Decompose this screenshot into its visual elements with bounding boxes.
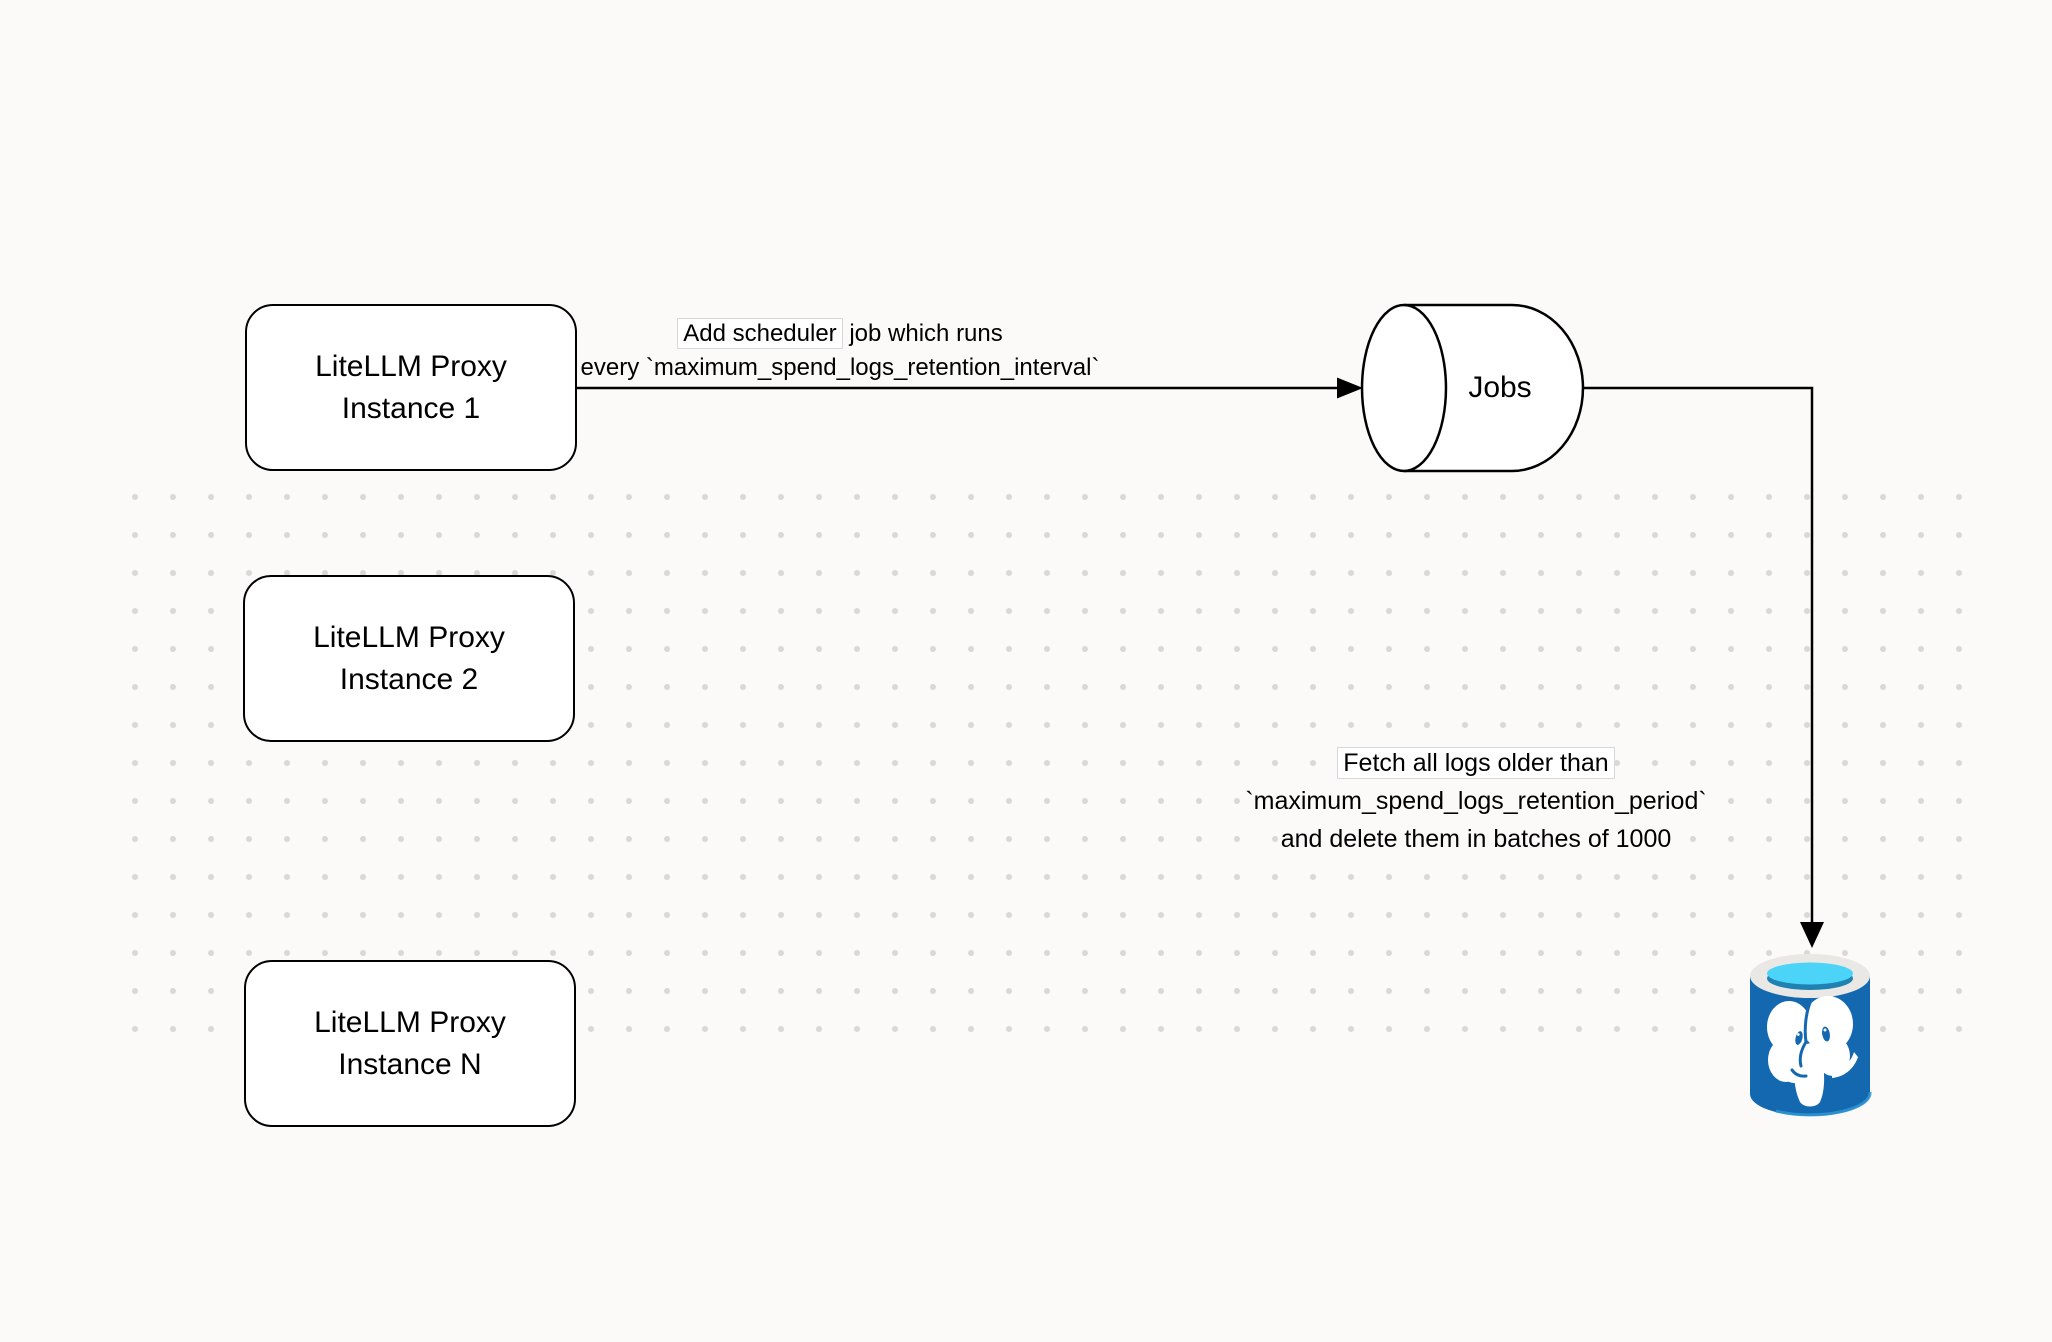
node-label-line: Instance 2 [339, 662, 479, 696]
node-label-line: Instance 1 [341, 391, 481, 425]
node-label-line: LiteLLM Proxy [313, 620, 505, 654]
edge-label-line-2: every `maximum_spend_logs_retention_inte… [580, 354, 1100, 381]
node-label-line: Instance N [338, 1047, 482, 1081]
arrowhead-right-icon [1337, 377, 1363, 399]
edge-label-line-1: Add scheduler job which runs [540, 317, 1140, 351]
edge-label-line-3: and delete them in batches of 1000 [1278, 825, 1674, 853]
edge-fetch-delete-logs[interactable] [1583, 386, 1824, 948]
postgres-elephant-icon [1767, 996, 1858, 1107]
edge-add-scheduler-job[interactable] [572, 377, 1363, 399]
node-label-line: LiteLLM Proxy [314, 1005, 506, 1039]
arrowhead-down-icon [1800, 922, 1824, 948]
edge-label-fetch-delete-logs[interactable]: Fetch all logs older than `maximum_spend… [1206, 744, 1746, 858]
dot-grid-background [116, 478, 1978, 1048]
edge-label-line-1: Fetch all logs older than [1206, 744, 1746, 782]
jobs-queue-cylinder[interactable] [1360, 303, 1585, 473]
postgresql-database-icon[interactable] [1750, 954, 1872, 1117]
jobs-cylinder-label[interactable]: Jobs [1468, 371, 1532, 404]
node-litellm-proxy-instance-1[interactable]: LiteLLM Proxy Instance 1 [245, 304, 577, 471]
node-label-line: LiteLLM Proxy [315, 349, 507, 383]
node-litellm-proxy-instance-n[interactable]: LiteLLM Proxy Instance N [244, 960, 576, 1127]
edge-label-add-scheduler-job[interactable]: Add scheduler job which runs every `maxi… [540, 317, 1140, 385]
node-litellm-proxy-instance-2[interactable]: LiteLLM Proxy Instance 2 [243, 575, 575, 742]
edge-label-line-2: `maximum_spend_logs_retention_period` [1243, 787, 1709, 815]
edge-label-highlight: Add scheduler [677, 318, 843, 349]
edge-label-highlight: Fetch all logs older than [1337, 747, 1615, 779]
